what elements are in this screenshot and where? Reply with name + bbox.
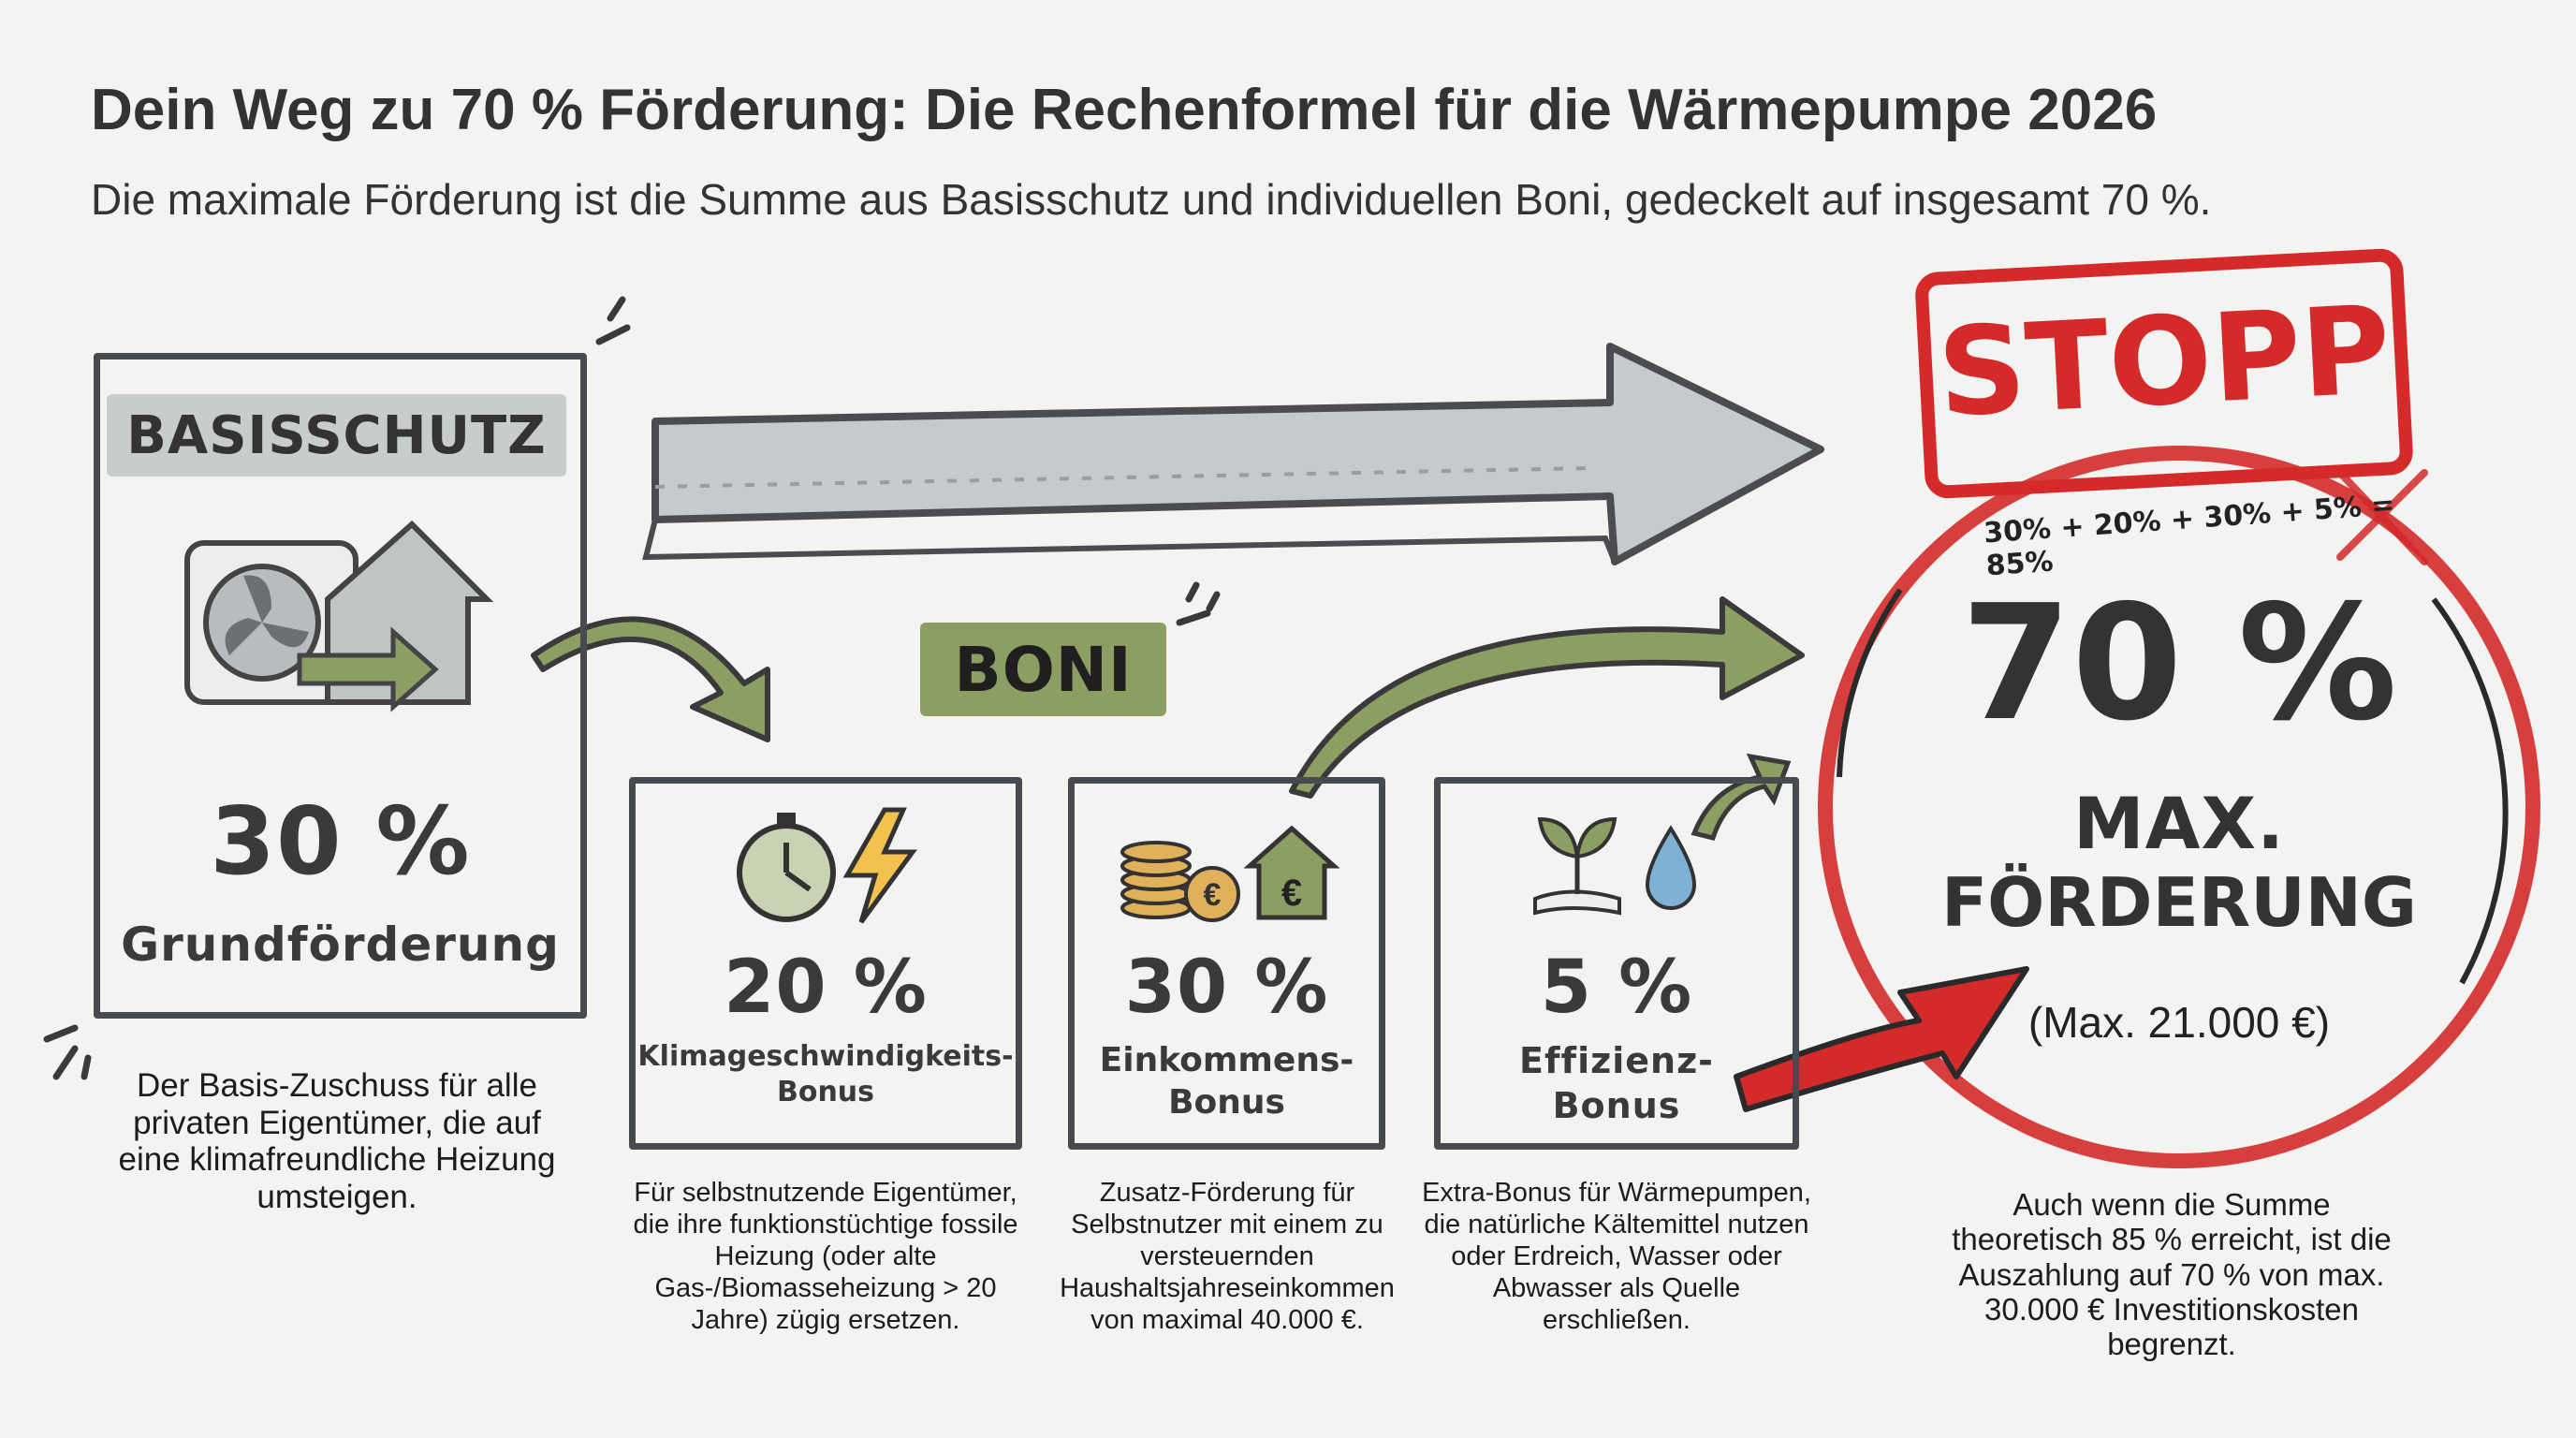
svg-text:€: € bbox=[1281, 873, 1302, 914]
max-label-line2: FÖRDERUNG bbox=[1940, 863, 2418, 942]
page-subtitle: Die maximale Förderung ist die Summe aus… bbox=[91, 175, 2212, 224]
heat-pump-house-icon bbox=[178, 515, 496, 730]
bonus-effizienz-percent: 5 % bbox=[1540, 946, 1693, 1030]
bonus-name-line2: Bonus bbox=[776, 1075, 875, 1108]
basisschutz-card bbox=[94, 353, 587, 1019]
bonus-effizienz-name: Effizienz-Bonus bbox=[1434, 1039, 1799, 1128]
svg-text:€: € bbox=[1204, 877, 1222, 913]
bonus-effizienz-description: Extra-Bonus für Wärmepumpen, die natürli… bbox=[1422, 1178, 1811, 1335]
bonus-name-line2: Bonus bbox=[1168, 1083, 1285, 1122]
basis-description: Der Basis-Zuschuss für alle privaten Eig… bbox=[118, 1067, 556, 1215]
page-title: Dein Weg zu 70 % Förderung: Die Rechenfo… bbox=[91, 78, 2158, 142]
green-arrow-to-boni bbox=[531, 616, 770, 742]
bonus-klima-description: Für selbstnutzende Eigentümer, die ihre … bbox=[633, 1178, 1018, 1335]
big-gray-arrow bbox=[642, 343, 1824, 565]
stopp-stamp: STOPP bbox=[1934, 278, 2394, 445]
bonus-name-line1: Klimageschwindigkeits- bbox=[637, 1040, 1014, 1073]
small-green-arrow bbox=[1690, 753, 1792, 841]
max-amount: (Max. 21.000 €) bbox=[2027, 998, 2331, 1047]
max-label-line1: MAX. bbox=[2073, 782, 2285, 865]
red-circle bbox=[1818, 446, 2540, 1168]
green-arrow-up-right bbox=[1289, 596, 1805, 799]
bonus-name-line1: Einkommens- bbox=[1099, 1041, 1354, 1079]
red-arrow-into-circle bbox=[1734, 966, 2029, 1112]
bonus-einkommen-percent: 30 % bbox=[1124, 946, 1329, 1030]
basis-percent: 30 % bbox=[210, 786, 471, 896]
sparkle-lines bbox=[43, 296, 1221, 1080]
result-description: Auch wenn die Summe theoretisch 85 % err… bbox=[1952, 1187, 2392, 1362]
bonus-card-effizienz bbox=[1434, 777, 1799, 1150]
basis-name: Grundförderung bbox=[121, 917, 560, 972]
stopwatch-lightning-icon bbox=[725, 805, 927, 927]
bonus-name-line1: Effizienz- bbox=[1519, 1040, 1714, 1081]
max-percent: 70 % bbox=[1960, 571, 2398, 756]
bonus-name-line2: Bonus bbox=[1552, 1084, 1681, 1126]
basisschutz-label: BASISSCHUTZ bbox=[107, 394, 566, 477]
boni-label: BONI bbox=[920, 623, 1166, 716]
strike-x-icon bbox=[2336, 469, 2428, 565]
stopp-stamp-border bbox=[1915, 248, 2413, 499]
coins-euro-house-icon: € € bbox=[1119, 819, 1343, 922]
bonus-card-klima bbox=[629, 777, 1022, 1150]
bonus-klima-name: Klimageschwindigkeits-Bonus bbox=[629, 1039, 1022, 1109]
bonus-einkommen-name: Einkommens- Bonus bbox=[1068, 1039, 1385, 1123]
bonus-einkommen-description: Zusatz-Förderung für Selbstnutzer mit ei… bbox=[1060, 1178, 1395, 1335]
bonus-klima-percent: 20 % bbox=[724, 946, 928, 1030]
bonus-card-einkommen bbox=[1068, 777, 1385, 1150]
plant-water-drop-icon bbox=[1516, 805, 1713, 922]
